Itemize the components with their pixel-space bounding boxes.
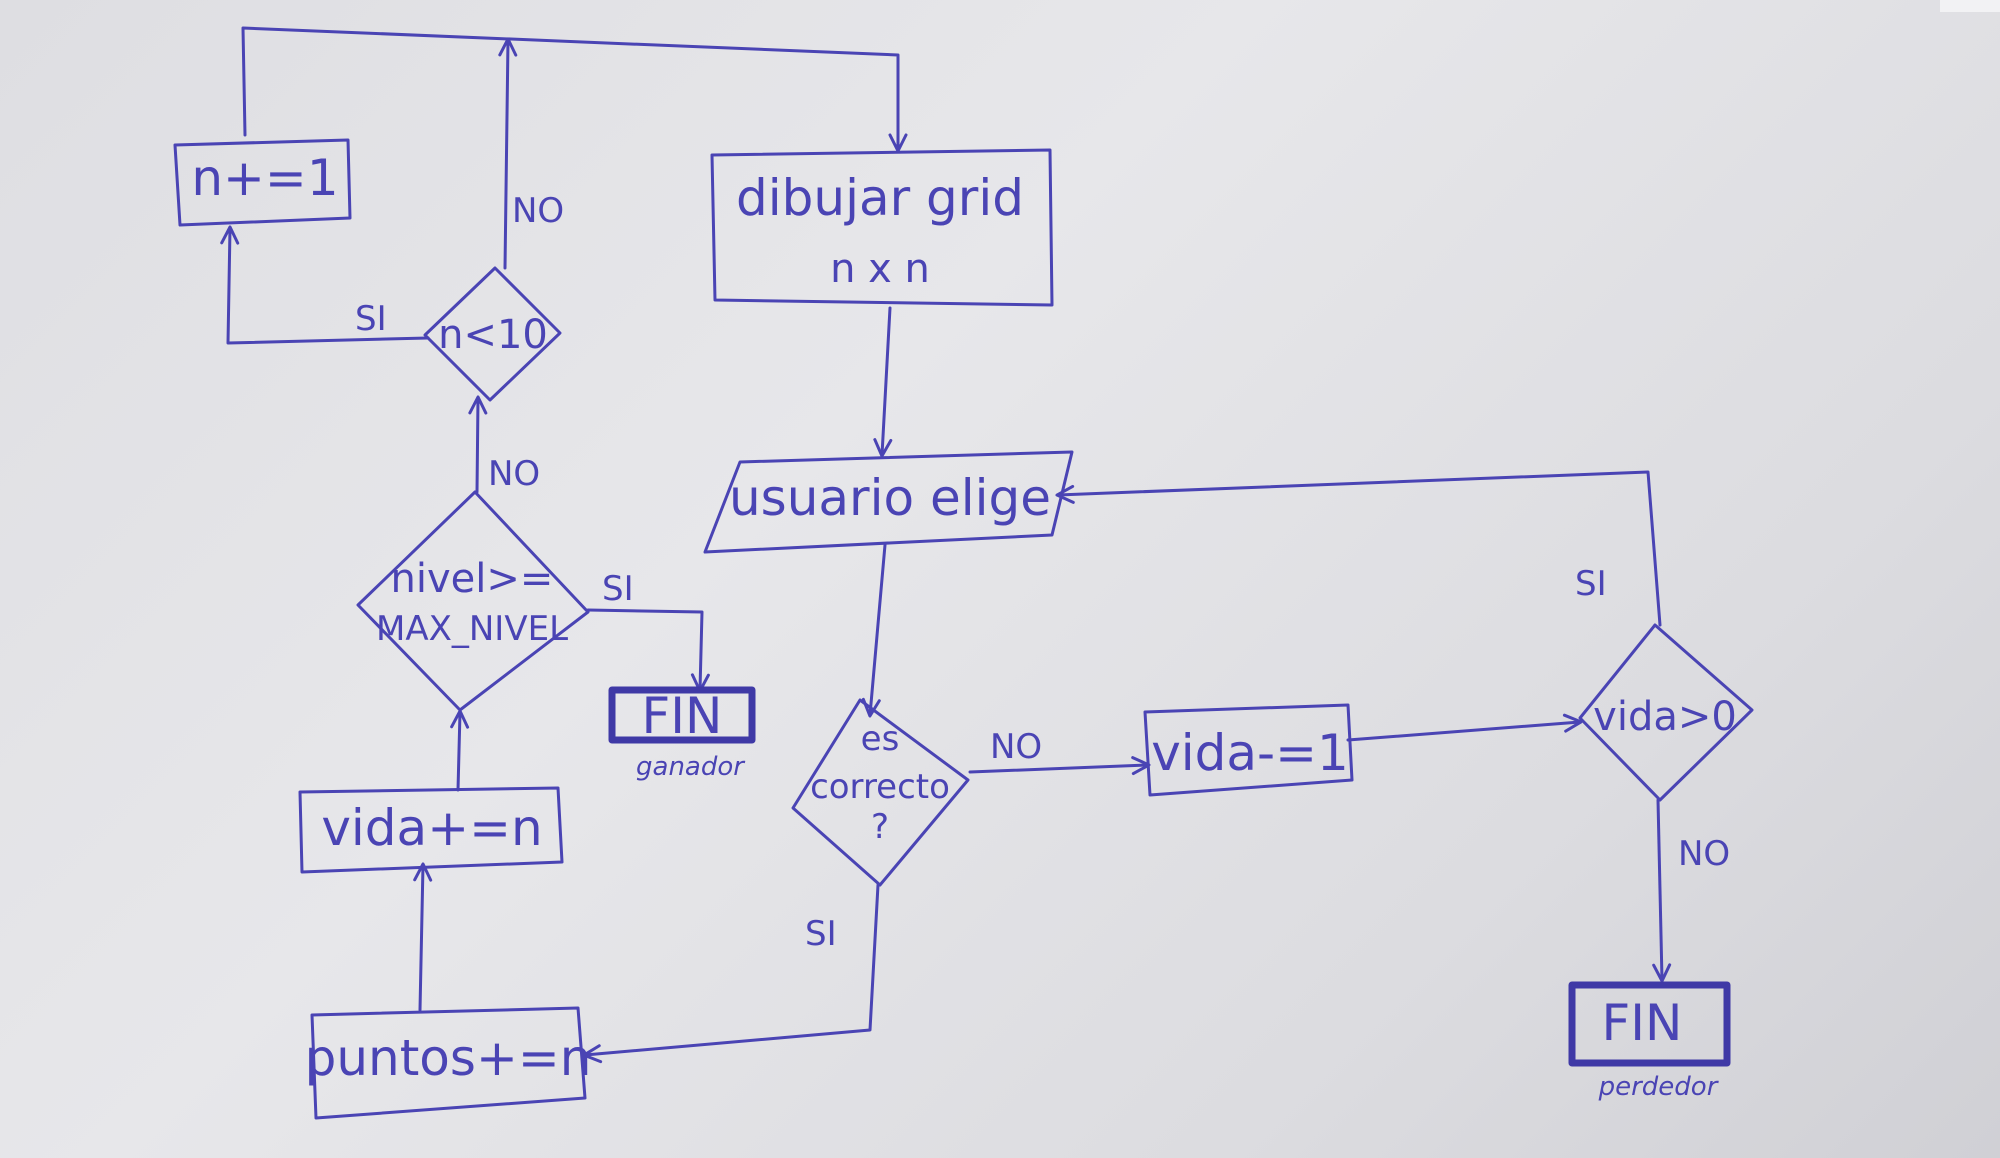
- edge-label-n-less-10-si: SI: [355, 299, 387, 339]
- node-n-less-10-diamond: [423, 266, 562, 402]
- edge-n-less-10-no: [498, 37, 518, 270]
- edge-label-level-no: NO: [488, 454, 540, 494]
- node-points-inc-label: puntos+=n: [305, 1029, 592, 1087]
- node-points-inc-box: [310, 1006, 587, 1120]
- node-fin-winner-label: FIN: [642, 687, 723, 745]
- edge-life-no: [1652, 798, 1672, 983]
- node-n-increment-box: [173, 138, 352, 227]
- edge-life-dec-to-check: [1346, 713, 1583, 742]
- node-draw-grid-sublabel: n x n: [830, 246, 930, 292]
- node-fin-winner-caption: ganador: [636, 752, 746, 782]
- node-n-increment-label: n+=1: [191, 149, 338, 207]
- edge-label-life-si: SI: [1575, 564, 1607, 604]
- edge-label-n-less-10-no: NO: [512, 191, 564, 231]
- edge-points-to-life-inc: [413, 862, 433, 1012]
- node-is-correct-label-2: correcto: [810, 767, 950, 807]
- edge-label-level-si: SI: [602, 569, 634, 609]
- edge-level-si: [586, 608, 710, 693]
- node-fin-winner-box: [608, 686, 756, 744]
- paper-corner: [1940, 0, 2000, 12]
- edge-label-correct-si: SI: [805, 914, 837, 954]
- node-level-check-diamond: [356, 490, 590, 712]
- node-n-less-10-label: n<10: [438, 312, 548, 358]
- node-life-dec-label: vida-=1: [1151, 724, 1349, 782]
- node-is-correct-label-1: es: [861, 719, 900, 759]
- edge-label-life-no: NO: [1678, 834, 1730, 874]
- edge-loop-to-draw-grid: [241, 26, 908, 153]
- node-life-inc-box: [298, 786, 564, 874]
- node-user-chooses-label: usuario elige: [729, 469, 1051, 527]
- node-fin-loser-box: [1568, 981, 1731, 1067]
- node-user-chooses-box: [703, 450, 1074, 554]
- edge-n-less-10-si: [220, 225, 430, 345]
- node-level-check-label-1: nivel>=: [391, 556, 554, 602]
- node-life-positive-label: vida>0: [1593, 694, 1737, 740]
- node-draw-grid-label: dibujar grid: [736, 169, 1024, 227]
- edge-life-inc-to-level: [450, 709, 470, 792]
- edge-correct-si: [582, 883, 880, 1064]
- edge-life-si: [1055, 470, 1662, 627]
- node-life-dec-box: [1143, 703, 1354, 797]
- edge-level-no: [468, 395, 488, 494]
- node-level-check-label-2: MAX_NIVEL: [376, 609, 568, 649]
- node-is-correct-diamond: [791, 698, 970, 887]
- edge-correct-no: [968, 756, 1151, 776]
- edge-label-correct-no: NO: [990, 727, 1042, 767]
- node-fin-loser-caption: perdedor: [1598, 1072, 1720, 1102]
- node-life-inc-label: vida+=n: [321, 799, 542, 857]
- edge-draw-to-user: [873, 306, 893, 458]
- node-fin-loser-label: FIN: [1602, 994, 1683, 1052]
- node-draw-grid-box: [710, 148, 1054, 307]
- node-is-correct-label-3: ?: [871, 807, 889, 847]
- edge-user-to-correct: [861, 543, 887, 718]
- node-life-positive-diamond: [1578, 623, 1754, 802]
